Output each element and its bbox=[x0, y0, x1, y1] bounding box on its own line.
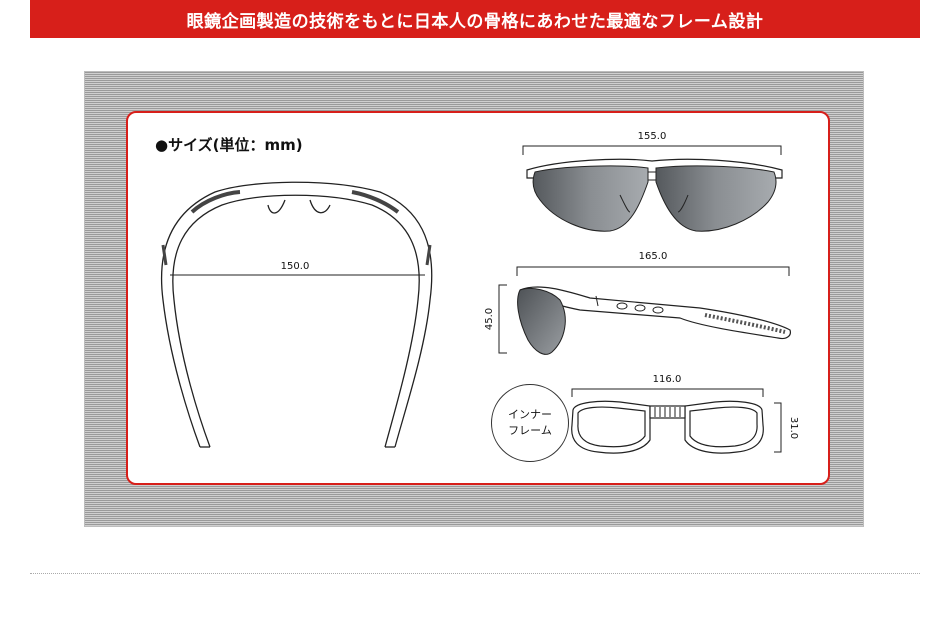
inner-frame-label-line2: フレーム bbox=[508, 424, 552, 437]
dotted-divider bbox=[30, 573, 920, 574]
inner-height-label: 31.0 bbox=[788, 417, 799, 439]
top-width-label: 150.0 bbox=[281, 261, 310, 272]
size-heading: ●サイズ(単位：mm) bbox=[155, 136, 303, 154]
side-height-dimension bbox=[498, 284, 507, 354]
inner-frame-drawing bbox=[571, 400, 764, 454]
inner-width-dimension bbox=[571, 388, 764, 397]
side-height-label: 45.0 bbox=[484, 308, 495, 330]
front-view-glasses bbox=[526, 158, 783, 232]
inner-height-dimension bbox=[774, 402, 782, 453]
inner-width-label: 116.0 bbox=[653, 374, 682, 385]
side-length-dimension bbox=[516, 266, 790, 276]
page-banner: 眼鏡企画製造の技術をもとに日本人の骨格にあわせた最適なフレーム設計 bbox=[30, 0, 920, 38]
front-width-dimension bbox=[522, 145, 782, 155]
inner-frame-badge: インナー フレーム bbox=[491, 384, 569, 462]
banner-title: 眼鏡企画製造の技術をもとに日本人の骨格にあわせた最適なフレーム設計 bbox=[186, 11, 764, 32]
inner-frame-label-line1: インナー bbox=[508, 408, 552, 421]
front-width-label: 155.0 bbox=[638, 131, 667, 142]
side-length-label: 165.0 bbox=[639, 251, 668, 262]
side-view-glasses bbox=[517, 286, 791, 355]
top-view-frame bbox=[160, 181, 433, 448]
